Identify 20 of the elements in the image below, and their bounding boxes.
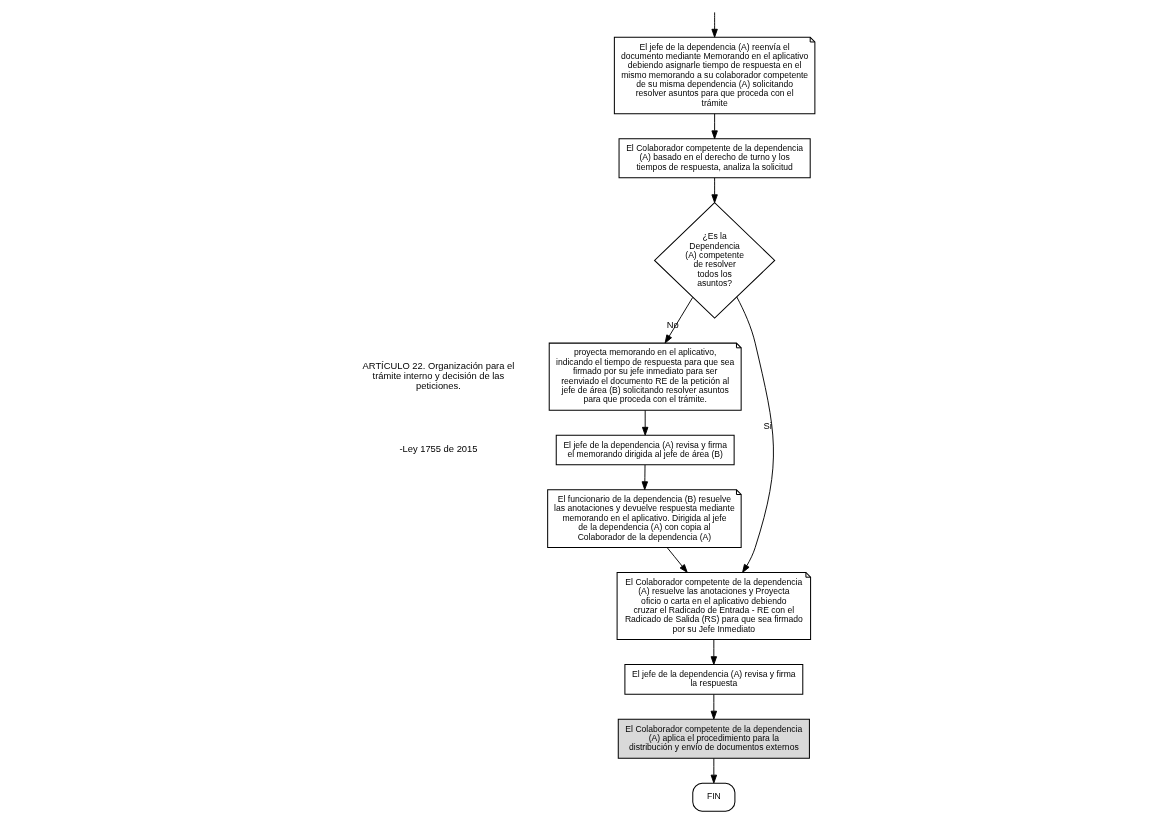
arrow	[710, 693, 717, 720]
node-box: FIN	[691, 782, 735, 812]
node-box: El Colaborador competente de la dependencia (A) aplica el procedimiento para la distribución y envío de documentos externos	[617, 718, 810, 759]
arrow	[710, 639, 717, 665]
arrow	[666, 547, 688, 573]
edge-label: No	[666, 319, 679, 330]
node-box: El jefe de la dependencia (A) revisa y firma la respuesta	[623, 664, 803, 695]
node-box: El Colaborador competente de la dependencia (A) basado en el derecho de turno y los tiempos de respuesta, analiza la solicitud	[618, 138, 811, 179]
arrow	[710, 113, 718, 140]
arrow	[664, 297, 693, 344]
arrow	[710, 757, 717, 784]
arrow	[710, 177, 718, 204]
node-box: El jefe de la dependencia (A) revisa y firma el memorando dirigida al jefe de área (B)	[555, 434, 735, 466]
edge-label: Si	[763, 420, 772, 431]
arrow	[641, 409, 648, 436]
node-diamond: ¿Es la Dependencia (A) competente de resolver todos los asuntos?	[653, 202, 775, 319]
label: ARTÍCULO 22. Organización para el trámite interno y decisión de las peticiones.	[362, 360, 514, 392]
label: -Ley 1755 de 2015	[398, 444, 477, 455]
arrow	[641, 464, 648, 491]
arrow	[710, 11, 718, 38]
